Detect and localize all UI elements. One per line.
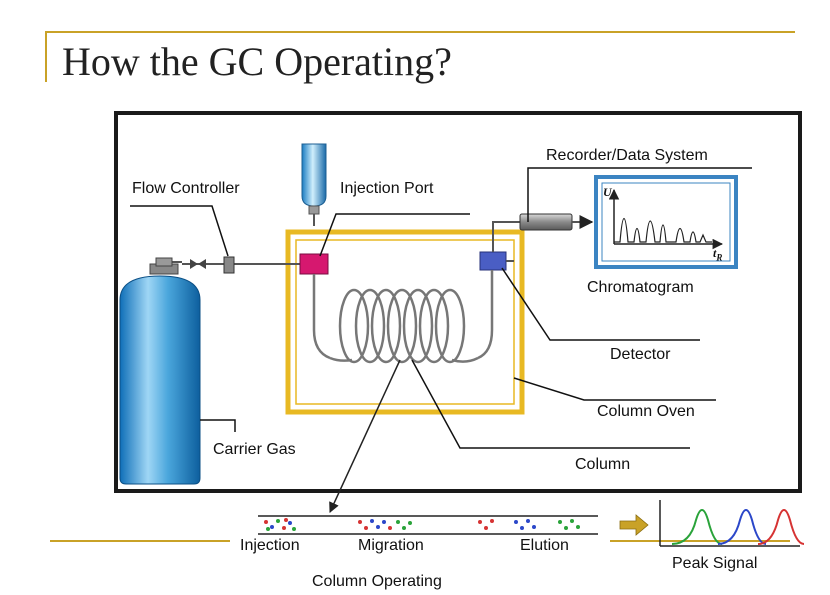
x-axis-letter: t — [713, 246, 717, 260]
syringe-icon — [301, 143, 327, 226]
bottom-accent-right — [610, 540, 790, 542]
flow-controller-box — [223, 256, 235, 274]
recorder-device — [519, 213, 594, 231]
stage-label-migration: Migration — [358, 537, 424, 554]
label-column-oven: Column Oven — [597, 403, 695, 420]
x-axis-subscript: R — [716, 252, 723, 263]
title-accent-horizontal — [45, 31, 795, 33]
label-column: Column — [575, 456, 631, 473]
label-flow-controller: Flow Controller — [132, 180, 240, 197]
detector-box — [479, 251, 507, 271]
migration-band — [358, 519, 412, 530]
peak-signal-plot — [659, 500, 805, 547]
carrier-gas-cylinder — [119, 257, 201, 485]
injection-band — [262, 518, 298, 532]
label-detector: Detector — [610, 346, 671, 363]
label-chromatogram: Chromatogram — [587, 279, 694, 296]
stage-label-elution: Elution — [520, 537, 569, 554]
label-recorder: Recorder/Data System — [546, 147, 708, 164]
label-carrier-gas: Carrier Gas — [213, 441, 296, 458]
chromatogram-y-axis-label: U — [603, 185, 612, 199]
injection-port — [299, 253, 329, 275]
diagram-frame — [114, 111, 802, 493]
bottom-accent-left — [50, 540, 230, 542]
column-oven — [285, 229, 525, 415]
label-leader-lines — [130, 167, 752, 449]
stage-label-injection: Injection — [240, 537, 300, 554]
title-accent-vertical — [45, 32, 47, 82]
gc-column-coil — [312, 270, 494, 364]
label-injection-port: Injection Port — [340, 180, 434, 197]
column-zoom-arrow — [329, 359, 401, 513]
valve-icon — [190, 259, 206, 269]
elution-band — [478, 519, 580, 530]
detector-signal-line — [492, 221, 520, 252]
slide-title: How the GC Operating? — [62, 39, 452, 84]
gold-arrow-icon — [619, 514, 649, 536]
chromatogram-panel — [594, 175, 738, 269]
chromatogram-x-axis-label: tR — [713, 246, 722, 262]
peak-signal-caption: Peak Signal — [672, 555, 758, 572]
column-operating-strip — [258, 515, 598, 535]
column-operating-caption: Column Operating — [312, 573, 442, 590]
